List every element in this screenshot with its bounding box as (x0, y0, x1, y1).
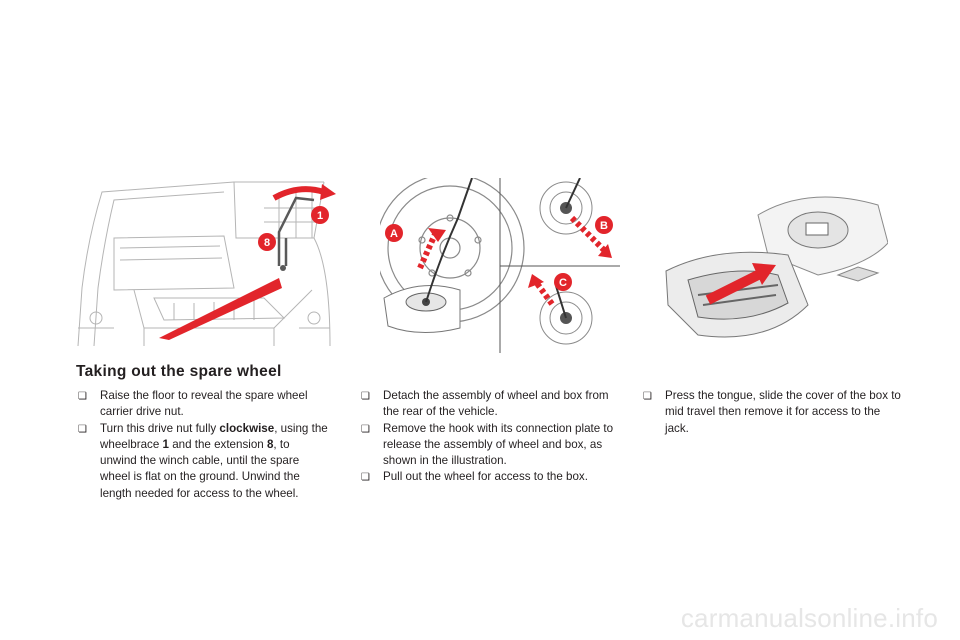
bullet-icon: ❏ (643, 391, 652, 402)
bullet-icon: ❏ (78, 423, 87, 435)
section-title: Taking out the spare wheel (76, 363, 282, 380)
bullet-icon: ❏ (361, 472, 370, 484)
bullet-icon: ❏ (361, 391, 370, 402)
instruction-item: ❏ Turn this drive nut fully clockwise, u… (78, 421, 328, 500)
instructions-column-3: ❏ Press the tongue, slide the cover of t… (643, 388, 907, 437)
callout-1-icon: 1 (311, 206, 329, 224)
callout-a-icon: A (385, 224, 403, 242)
instructions-column-2: ❏ Detach the assembly of wheel and box f… (361, 388, 619, 486)
box-cover-illustration (658, 185, 888, 350)
instructions-column-1: ❏ Raise the floor to reveal the spare wh… (78, 388, 328, 502)
svg-text:8: 8 (264, 237, 270, 249)
boot-illustration: 1 8 (74, 178, 336, 348)
callout-b-icon: B (595, 216, 613, 234)
instruction-item: ❏ Remove the hook with its connection pl… (361, 421, 614, 468)
callout-8-icon: 8 (258, 233, 276, 251)
svg-text:A: A (390, 228, 398, 240)
bullet-icon: ❏ (361, 423, 370, 435)
watermark: carmanualsonline.info (680, 603, 938, 633)
instruction-item: ❏ Detach the assembly of wheel and box f… (361, 389, 609, 419)
bullet-icon: ❏ (78, 391, 87, 402)
svg-text:C: C (559, 277, 567, 289)
wheel-assembly-illustration: A B C (380, 178, 620, 353)
instruction-item: ❏ Press the tongue, slide the cover of t… (643, 389, 901, 435)
instruction-item: ❏ Raise the floor to reveal the spare wh… (78, 389, 308, 419)
callout-c-icon: C (554, 273, 572, 291)
instruction-item: ❏ Pull out the wheel for access to the b… (361, 469, 619, 485)
svg-text:B: B (600, 220, 608, 232)
svg-text:1: 1 (317, 210, 323, 222)
